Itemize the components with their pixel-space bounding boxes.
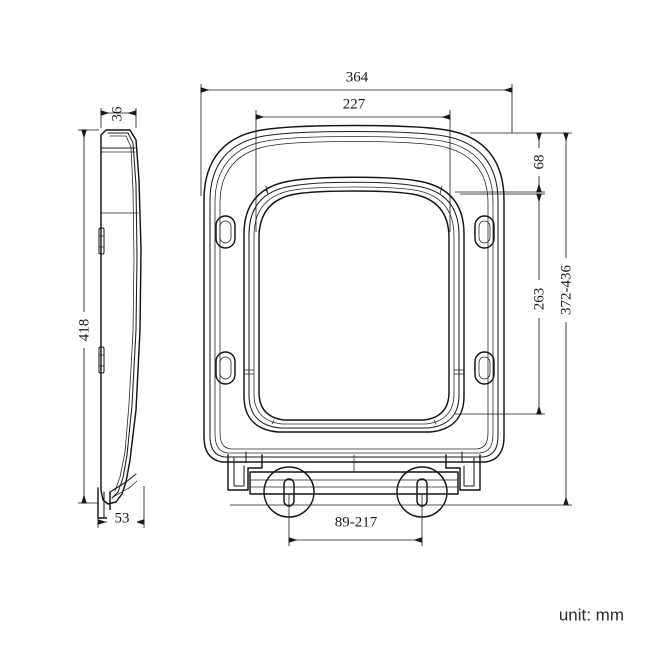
dim-label-36: 36 [109, 106, 125, 122]
dim-label-68: 68 [531, 155, 547, 170]
dim-label-263: 263 [531, 288, 547, 311]
lid-contour-3 [214, 136, 494, 454]
side-inner-taper-line [109, 135, 135, 492]
dim-227-text-mask [337, 96, 371, 114]
seat-ring-contour-2 [248, 181, 460, 429]
seat-ring-tick-marks [243, 185, 465, 425]
lid-outer-contour [203, 124, 505, 463]
lid-contour-4 [219, 141, 489, 450]
dim-label-372-436: 372-436 [558, 265, 574, 315]
unit-label: unit: mm [559, 605, 624, 624]
dim-89-217-text-mask [322, 512, 390, 532]
hinge-bracket-right [445, 454, 481, 491]
dim-label-89-217: 89-217 [335, 514, 378, 530]
side-profile-view [97, 129, 142, 519]
bumper-pad-bottom-right [474, 351, 495, 385]
hinge-step-right [439, 451, 463, 463]
hinge-bracket-right-inner [463, 457, 475, 487]
seat-ring-contour-3 [253, 186, 455, 425]
side-bottom-chamfer-2 [112, 480, 138, 498]
dim-label-418: 418 [76, 319, 92, 342]
hinge-step-left [245, 451, 269, 463]
hinge-bracket-left [227, 454, 263, 491]
side-lid-seat-split [107, 132, 138, 499]
side-bottom-chamfer [109, 473, 137, 493]
side-outer-profile [100, 129, 142, 505]
dim-364-text-mask [340, 68, 374, 86]
dim-372-436-text-mask [556, 258, 575, 322]
dim-label-53: 53 [115, 510, 130, 526]
dim-263-text-mask [530, 280, 548, 318]
top-plan-view [203, 124, 505, 518]
lid-contour-2 [209, 130, 499, 458]
bumper-pads [215, 215, 495, 385]
side-bumper-upper [98, 227, 105, 255]
bumper-pad-top-right [474, 215, 495, 249]
dim-label-227: 227 [343, 96, 366, 112]
dim-68-text-mask [530, 148, 548, 176]
bumper-pad-bottom-left [215, 351, 236, 385]
dim-53-text-mask [107, 510, 137, 528]
dim-label-364: 364 [346, 69, 369, 85]
side-bumper-lower [98, 346, 105, 374]
dim-418-text-mask [76, 312, 93, 348]
seat-opening [258, 190, 450, 421]
seat-ring-outer [243, 176, 465, 433]
side-view-dimensions: 36 418 53 [76, 106, 145, 528]
bumper-pad-top-left [215, 215, 236, 249]
hinge-bracket-left-inner [233, 457, 245, 487]
plan-view-dimensions: 364 227 68 263 372-436 [200, 68, 575, 546]
